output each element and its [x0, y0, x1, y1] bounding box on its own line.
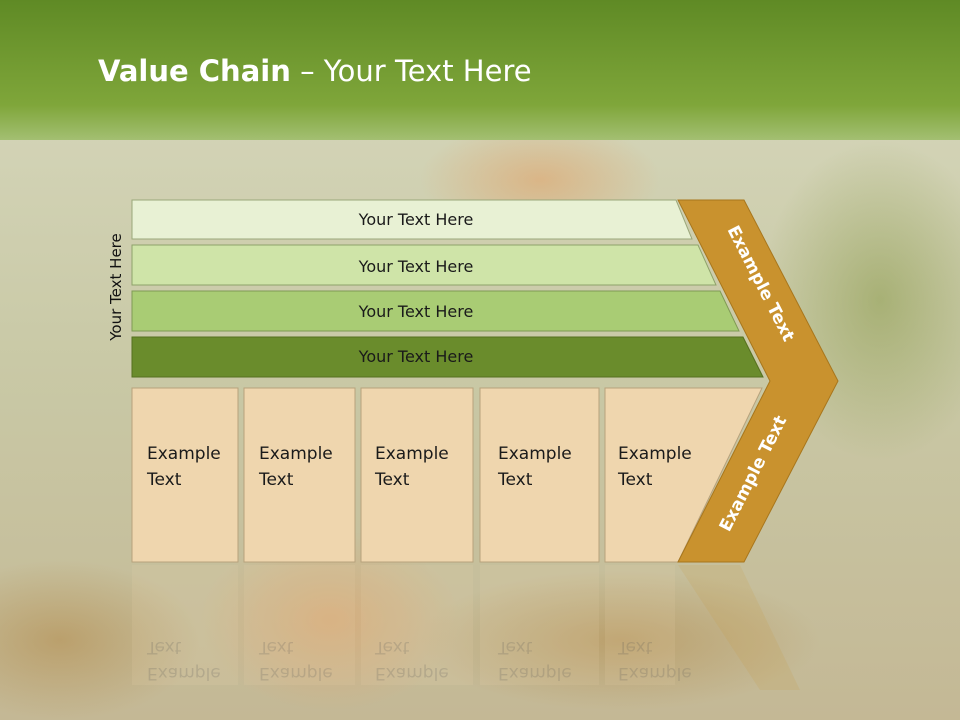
- column-1-line1: Example: [147, 444, 221, 464]
- column-3-line1: Example: [375, 444, 449, 464]
- svg-text:Example: Example: [618, 663, 692, 683]
- bar-4-label: Your Text Here: [358, 347, 474, 366]
- column-1: Example Text: [131, 387, 239, 563]
- bar-row-4: Your Text Here: [131, 336, 764, 378]
- column-5-line2: Text: [617, 470, 653, 490]
- column-5-line1: Example: [618, 444, 692, 464]
- column-2-line2: Text: [258, 470, 294, 490]
- bar-1-label: Your Text Here: [358, 210, 474, 229]
- svg-text:Text: Text: [617, 637, 653, 657]
- side-label: Your Text Here: [107, 233, 125, 341]
- bar-2-shape: [131, 244, 717, 286]
- column-4-line1: Example: [498, 444, 572, 464]
- page-title: Value Chain – Your Text Here: [98, 54, 532, 88]
- bar-2-label: Your Text Here: [358, 257, 474, 276]
- svg-text:Text: Text: [146, 637, 182, 657]
- bar-row-1: Your Text Here: [131, 199, 693, 240]
- svg-text:Example: Example: [498, 663, 572, 683]
- bar-row-3: Your Text Here: [131, 290, 740, 332]
- value-chain-arrow: [677, 199, 839, 563]
- column-4: Example Text: [479, 387, 600, 563]
- svg-text:Text: Text: [374, 637, 410, 657]
- column-3: Example Text: [360, 387, 474, 563]
- column-1-line2: Text: [146, 470, 182, 490]
- column-1-box: [131, 387, 239, 563]
- bar-4-shape: [131, 336, 764, 378]
- column-2-line1: Example: [259, 444, 333, 464]
- svg-text:Text: Text: [258, 637, 294, 657]
- column-4-line2: Text: [497, 470, 533, 490]
- column-2: Example Text: [243, 387, 356, 563]
- svg-text:Example: Example: [147, 663, 221, 683]
- svg-text:Example: Example: [259, 663, 333, 683]
- bar-1-shape: [131, 199, 693, 240]
- svg-text:Text: Text: [497, 637, 533, 657]
- bar-row-2: Your Text Here: [131, 244, 717, 286]
- bar-3-label: Your Text Here: [358, 302, 474, 321]
- column-5: Example Text: [604, 387, 763, 563]
- columns-reflection: Example Text Example Text Example Text E…: [132, 565, 800, 690]
- column-3-line2: Text: [374, 470, 410, 490]
- column-4-box: [479, 387, 600, 563]
- column-3-box: [360, 387, 474, 563]
- svg-text:Example: Example: [375, 663, 449, 683]
- bar-3-shape: [131, 290, 740, 332]
- column-2-box: [243, 387, 356, 563]
